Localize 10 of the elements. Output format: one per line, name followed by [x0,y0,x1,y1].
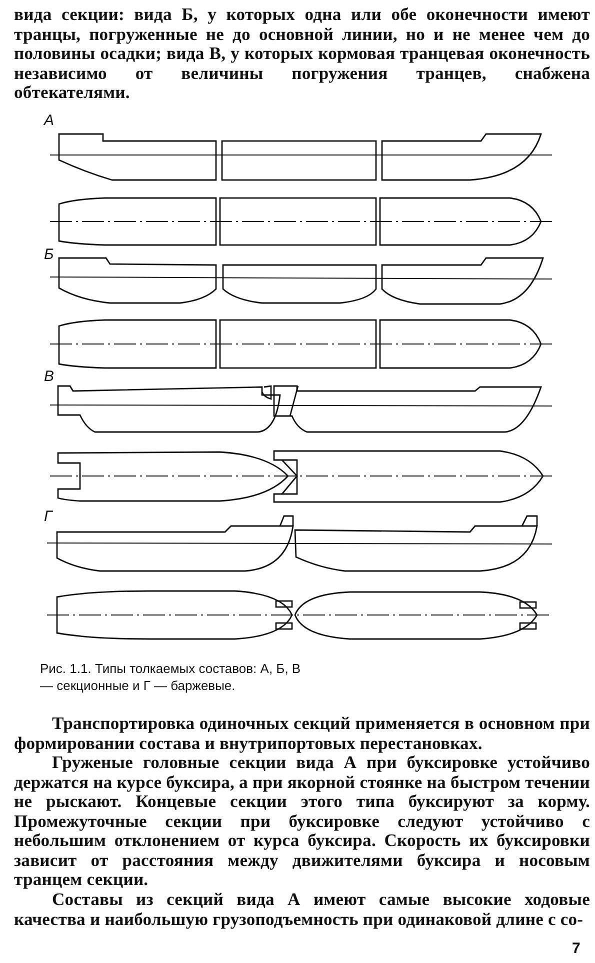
figure-caption: Рис. 1.1. Типы толкаемых составов: А, Б, В — секционные и Г — баржевые. [40,660,302,694]
variant-letter: Г [44,508,52,525]
body-paragraph: Транспортировка одиночных секций применяется в основном при формировании состава и внутрипортовых перестановках. [14,714,590,753]
body-paragraph: Груженые головные секции вида А при буксировке устойчиво держатся на курсе буксира, а при якорной стоянке на быстром течении не рыскают. Концевые секции этого типа буксируют за корму. Промежуточные секции при буксировке следуют устойчиво с небольшим отклонением от курса буксира. Скорость их буксировки зависит от расстояния между движителями буксира и носовым транцем секции. [14,753,590,890]
variant-letter: В [44,368,54,385]
variant-letter: А [44,112,54,129]
page-number: 7 [572,940,580,957]
body-paragraph: Составы из секций вида А имеют самые высокие ходовые качества и наибольшую грузоподъемность при одинаковой длине с со- [14,890,590,929]
variant-letter: Б [44,246,54,263]
body-paragraph: вида секции: вида Б, у которых одна или обе оконечности имеют транцы, погруженные не до основной линии, но и не менее чем до половины осадки; вида В, у которых кормовая транцевая оконечность независимо от величины погружения транцев, снабжена обтекателями. [14,5,590,102]
